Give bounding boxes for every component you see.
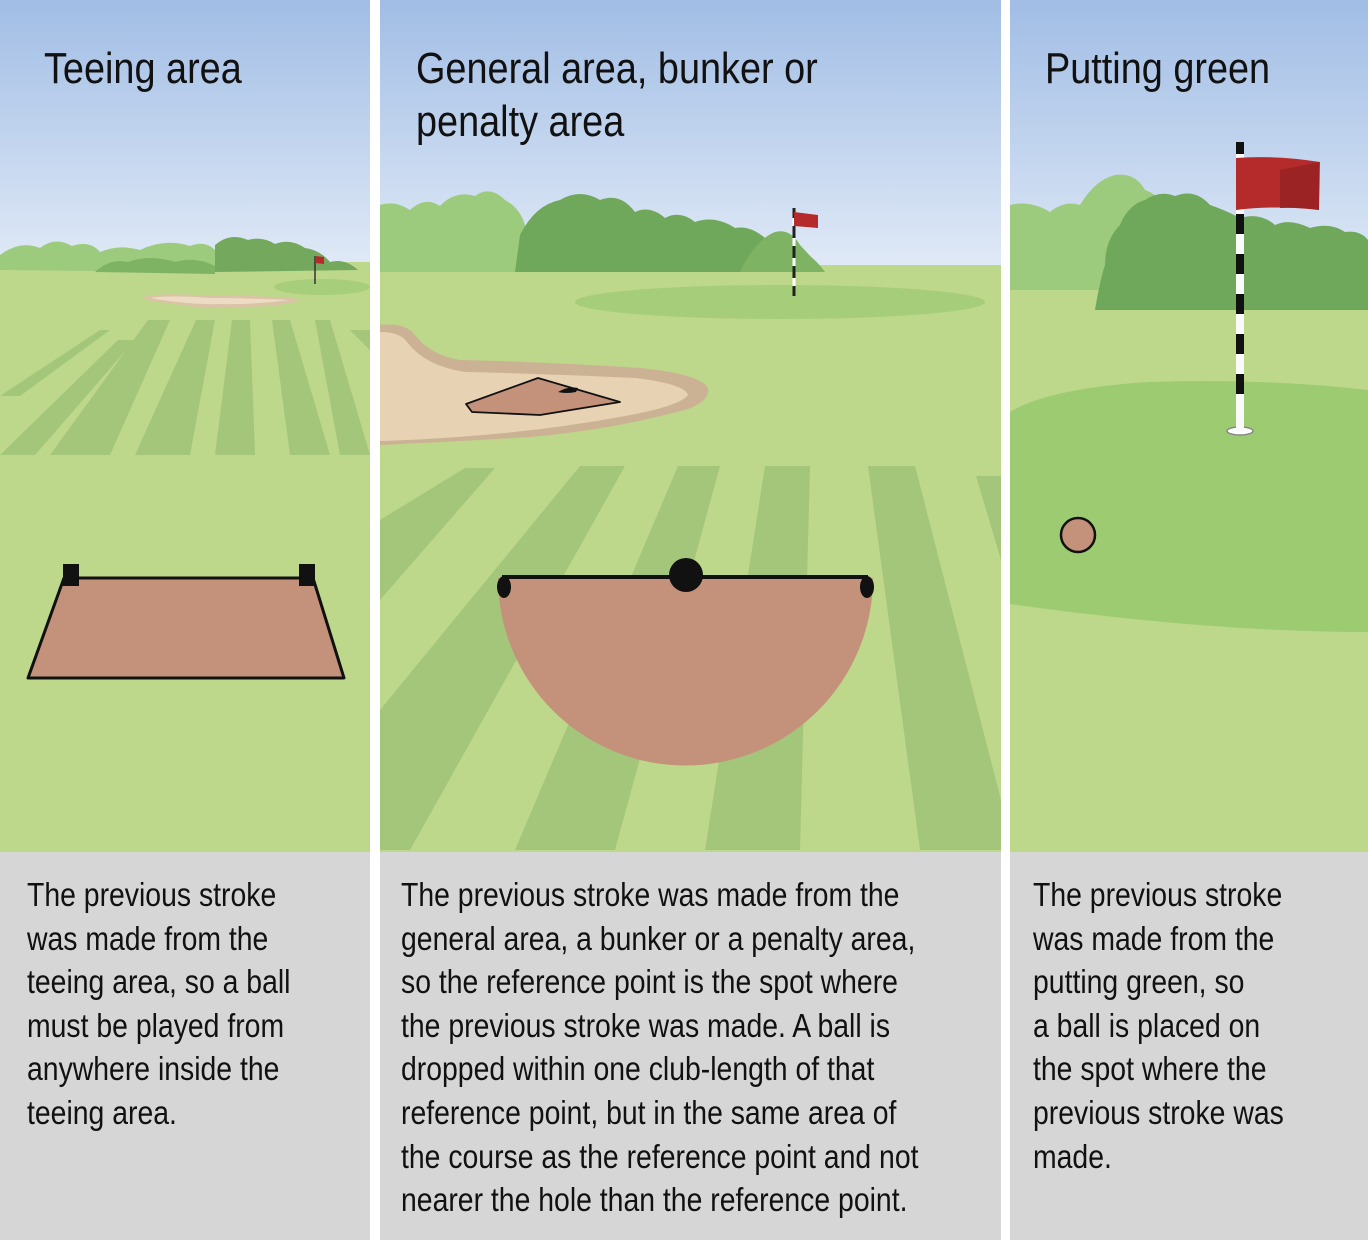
caption-line: The previous stroke was made from the (401, 876, 900, 913)
caption-line: was made from the (1033, 919, 1275, 957)
panel-caption: The previous stroke was made from the te… (27, 873, 290, 1135)
panel-title: General area, bunker or penalty area (416, 42, 818, 148)
teeing-area-illustration (0, 0, 370, 852)
putting-green (1010, 381, 1368, 632)
putting-green (575, 285, 985, 319)
caption-line: so the reference point is the spot where (401, 963, 898, 1001)
caption-background (380, 852, 1001, 1240)
distant-bunker (142, 294, 300, 308)
panel-general-area: General area, bunker or penalty area The… (380, 0, 1001, 1240)
caption-line: teeing area, so a ball (27, 963, 291, 1001)
caption-background (0, 852, 370, 1240)
left-tee-marker (63, 564, 79, 586)
panel-caption: The previous stroke was made from the ge… (401, 873, 918, 1222)
caption-line: The previous stroke (27, 876, 277, 913)
caption-line: dropped within one club-length of that (401, 1050, 875, 1088)
panel-putting-green: Putting green The previous stroke was ma… (1010, 0, 1368, 1240)
caption-line: reference point, but in the same area of (401, 1093, 897, 1131)
caption-line: the spot where the (1033, 1050, 1267, 1088)
bunker-relief-area (465, 377, 621, 416)
distant-flag (314, 256, 324, 284)
caption-line: general area, a bunker or a penalty area… (401, 919, 916, 957)
caption-line: was made from the (27, 919, 269, 957)
putting-green-illustration (1010, 0, 1368, 852)
caption-line: the course as the reference point and no… (401, 1137, 919, 1175)
caption-line: must be played from (27, 1006, 285, 1044)
mowing-stripes (0, 320, 370, 455)
caption-background (1010, 852, 1368, 1240)
title-line: General area, bunker or (416, 44, 818, 93)
bunker (380, 324, 709, 445)
general-area-illustration (380, 0, 1001, 852)
flagstick (792, 208, 818, 296)
caption-line: nearer the hole than the reference point… (401, 1181, 908, 1219)
caption-line: anywhere inside the (27, 1050, 280, 1088)
teeing-area-rectangle (26, 576, 346, 680)
background-trees (1010, 174, 1368, 310)
caption-line: the previous stroke was made. A ball is (401, 1006, 891, 1044)
left-club-length-marker (497, 576, 511, 598)
right-club-length-marker (860, 576, 874, 598)
relief-area-semicircle (498, 578, 873, 766)
panel-title: Putting green (1045, 44, 1271, 93)
background-trees (380, 191, 825, 272)
distant-green (274, 279, 370, 295)
caption-line: teeing area. (27, 1093, 177, 1131)
right-tee-marker (299, 564, 315, 586)
caption-line: previous stroke was (1033, 1093, 1284, 1131)
ball-spot (1059, 516, 1097, 554)
panel-title: Teeing area (44, 44, 242, 93)
caption-line: a ball is placed on (1033, 1006, 1261, 1044)
caption-line: made. (1033, 1137, 1112, 1175)
title-line: penalty area (416, 97, 625, 146)
sky (0, 0, 370, 275)
flagstick (1236, 142, 1320, 432)
reference-point-ball (669, 558, 703, 592)
panel-caption: The previous stroke was made from the pu… (1033, 873, 1284, 1178)
caption-line: putting green, so (1033, 963, 1245, 1001)
panel-teeing-area: Teeing area The previous stroke was made… (0, 0, 370, 1240)
caption-line: The previous stroke (1033, 876, 1283, 913)
